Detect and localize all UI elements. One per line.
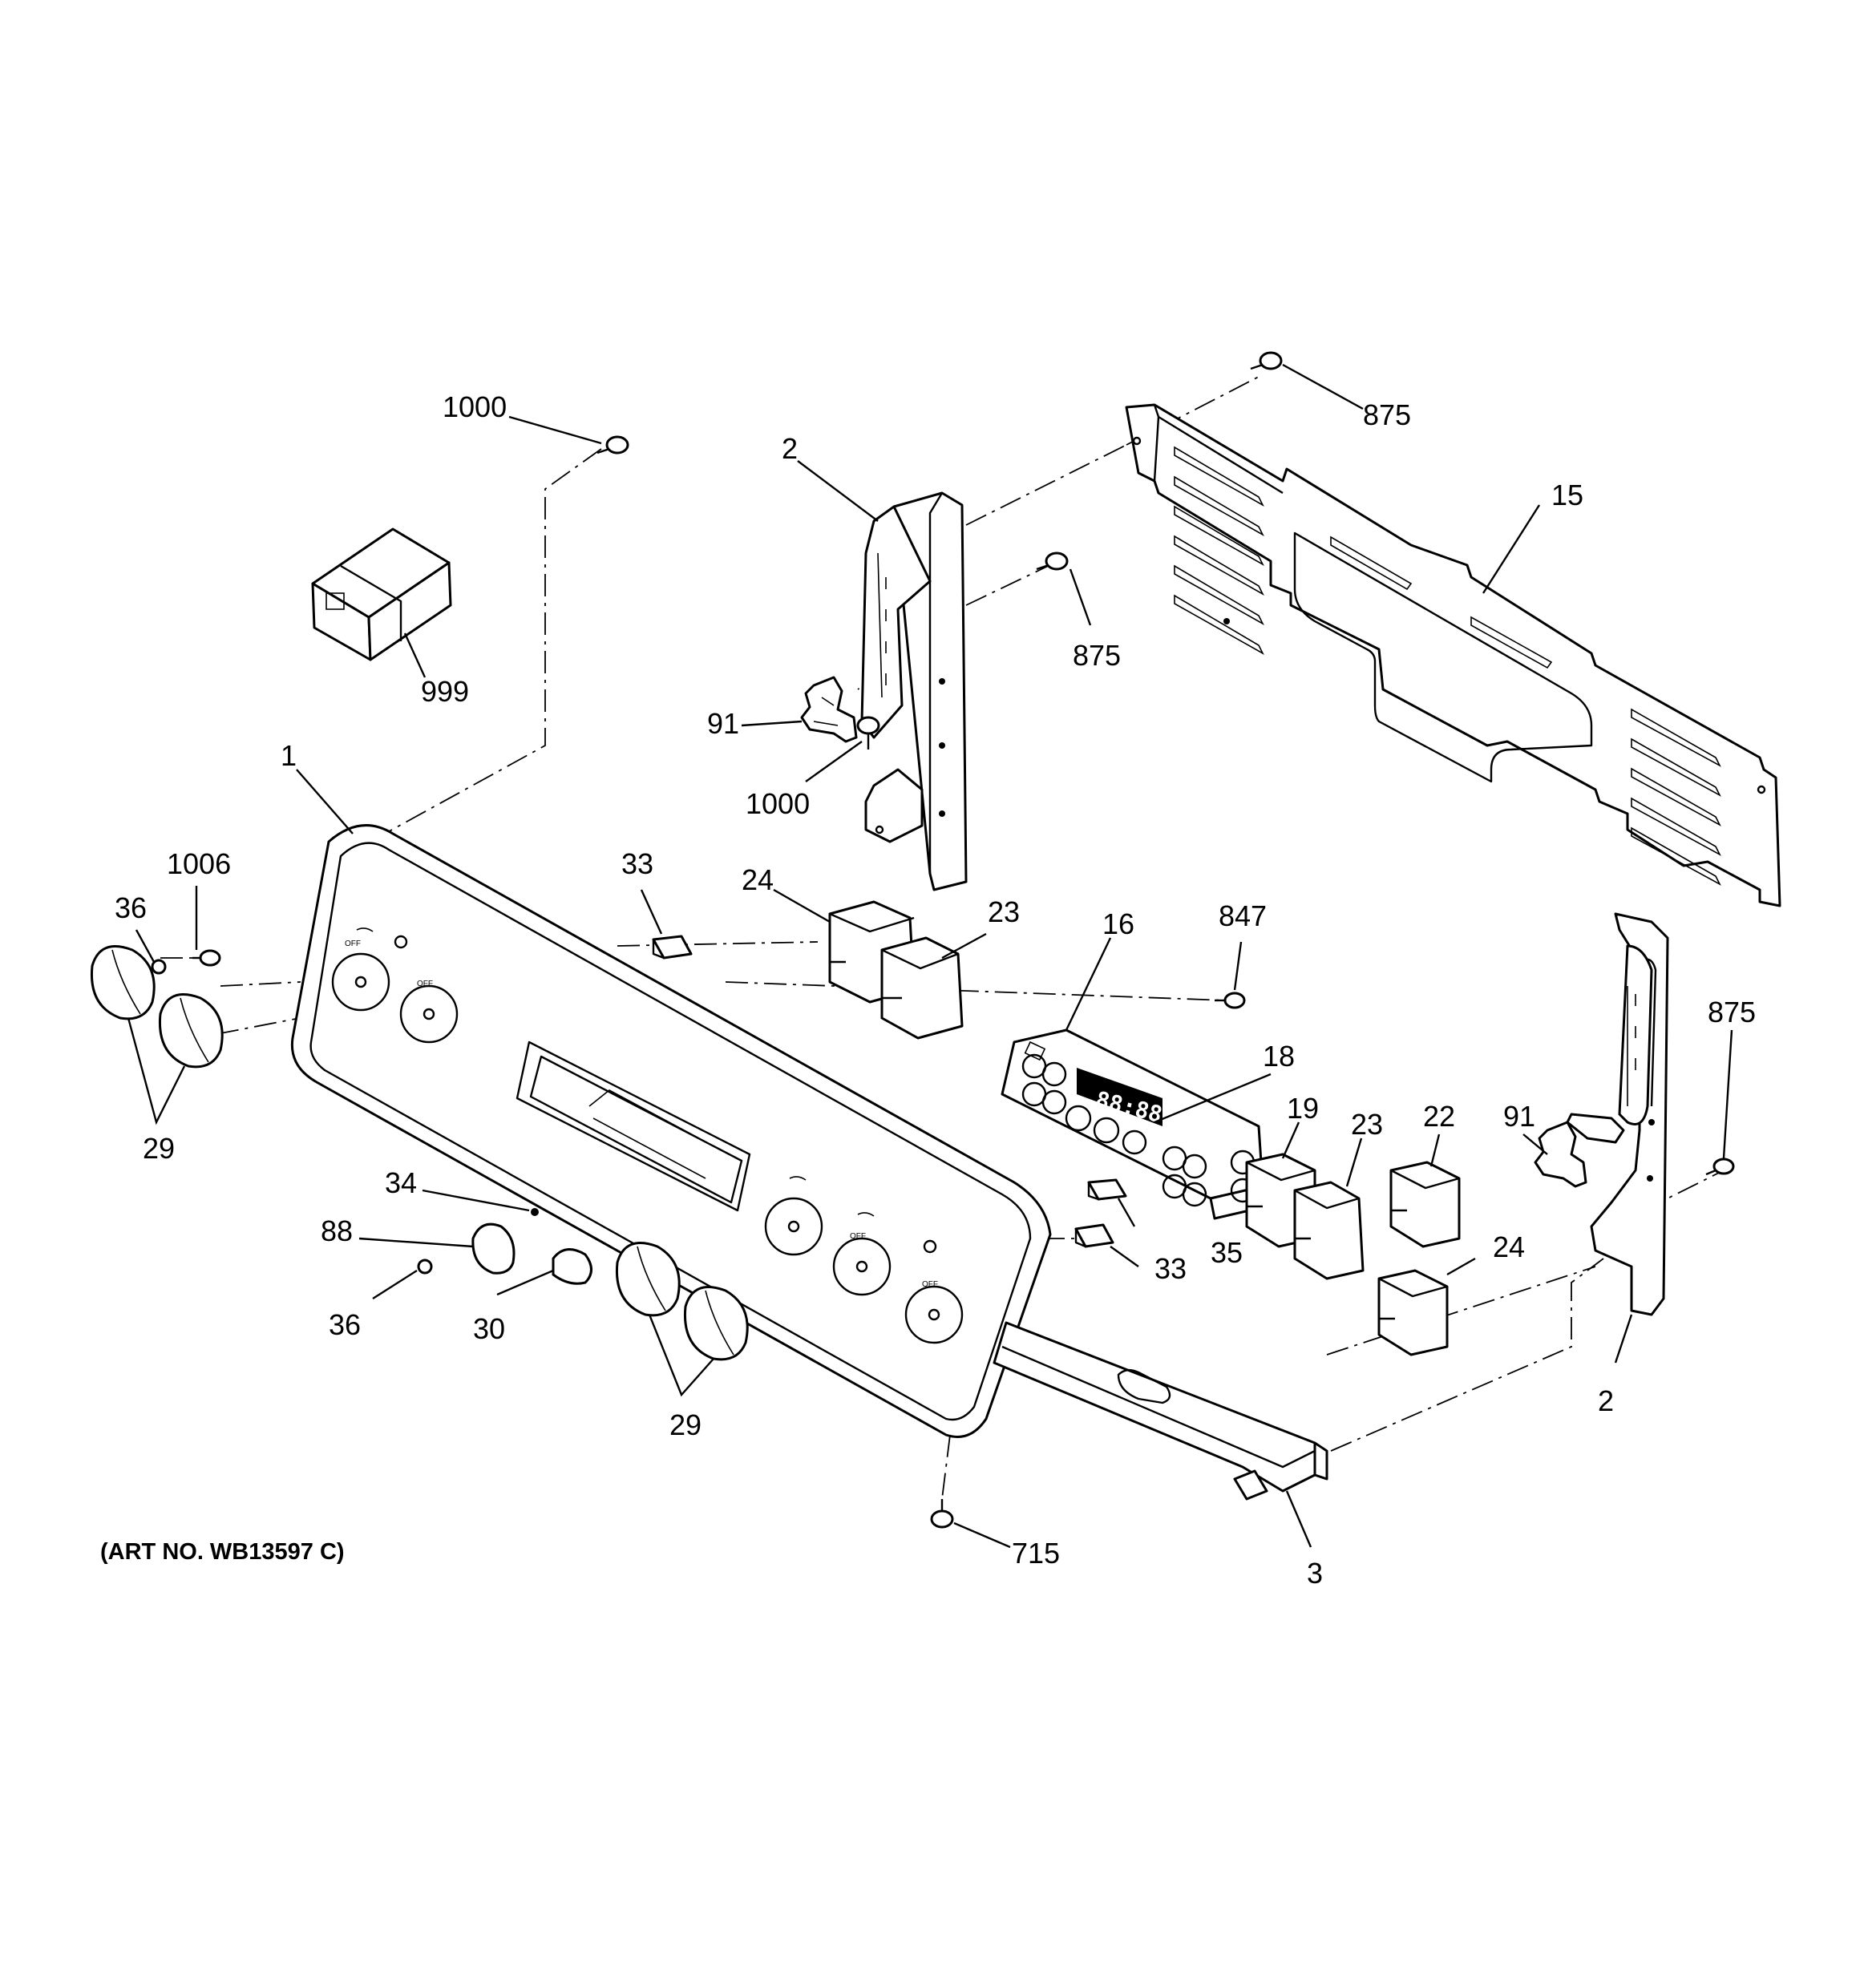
panel-dial-marks: OFF: [850, 1232, 866, 1241]
screw-icon: [1250, 351, 1283, 370]
screw-icon: [1705, 1158, 1735, 1176]
callout-30: 30: [473, 1312, 505, 1345]
callout-1000-top: 1000: [443, 390, 507, 423]
callout-29-top: 29: [143, 1132, 175, 1165]
screw-icon: [1036, 552, 1069, 571]
callout-36-top: 36: [115, 891, 147, 924]
callout-33-top: 33: [621, 847, 653, 880]
callout-33-bottom: 33: [1154, 1252, 1187, 1285]
screw-icon: [151, 959, 167, 975]
latch-91-left: [800, 676, 858, 743]
art-number: (ART NO. WB13597 C): [100, 1539, 345, 1565]
callout-22: 22: [1423, 1100, 1455, 1133]
rear-panel-15: [1125, 403, 1781, 907]
callout-15: 15: [1551, 479, 1583, 511]
callout-847: 847: [1219, 899, 1267, 932]
screw-icon: [930, 1499, 954, 1529]
knob-icon: [90, 945, 156, 1020]
callout-35: 35: [1211, 1236, 1243, 1269]
switch-icon: [1074, 1223, 1114, 1248]
callout-2-right: 2: [1598, 1384, 1614, 1417]
panel-dial-marks: OFF: [417, 980, 433, 988]
callout-labels: 1000 875 2 15 875 999 91 1000 1 1006 36 …: [115, 390, 1756, 1590]
callout-23-top: 23: [988, 895, 1020, 928]
callout-24-top: 24: [742, 863, 774, 896]
screw-icon: [417, 1259, 433, 1275]
switch-23-top: [880, 936, 964, 1040]
callout-715: 715: [1012, 1537, 1060, 1570]
callout-1: 1: [281, 739, 297, 772]
panel-dial-marks: OFF: [345, 939, 361, 948]
callout-2-left: 2: [782, 432, 798, 465]
side-bracket-2-right: [1566, 912, 1669, 1316]
callout-3: 3: [1307, 1557, 1323, 1590]
control-panel-1: OFF OFF OFF OFF: [290, 824, 1052, 1438]
panel-opening: [1293, 531, 1593, 783]
callout-875-top: 875: [1363, 398, 1411, 431]
switch-22: [1389, 1161, 1461, 1248]
electronic-control-16: 88:88: [1001, 1028, 1268, 1220]
callout-16: 16: [1102, 907, 1134, 940]
screw-icon: [192, 949, 221, 967]
callout-1006: 1006: [167, 847, 231, 880]
side-bracket-2-left: [860, 491, 968, 891]
knob-icon: [471, 1222, 516, 1275]
clock-display: [1077, 1068, 1162, 1126]
display-window: [516, 1040, 751, 1212]
callout-91-left: 91: [707, 707, 739, 740]
callout-29-bottom: 29: [669, 1408, 702, 1441]
callout-875-right: 875: [1708, 996, 1756, 1028]
screw-icon: [596, 435, 629, 455]
callout-999: 999: [421, 675, 469, 708]
knob-icon: [158, 993, 224, 1069]
knob-icon: [552, 1248, 592, 1285]
panel-dial-marks: OFF: [922, 1280, 938, 1289]
callout-1000-mid: 1000: [746, 787, 810, 820]
callout-91-right: 91: [1503, 1100, 1535, 1133]
louvres-left: [1174, 446, 1264, 655]
screw-icon: [1215, 992, 1246, 1009]
callout-18: 18: [1263, 1040, 1295, 1073]
switch-icon: [1087, 1178, 1127, 1201]
lower-trim-3: [993, 1321, 1328, 1501]
callout-875-mid: 875: [1073, 639, 1121, 672]
callout-23-right: 23: [1351, 1108, 1383, 1141]
switch-23-right: [1293, 1181, 1365, 1280]
switch-icon: [652, 935, 693, 960]
leader-lines: [127, 363, 1733, 1549]
callout-88: 88: [321, 1214, 353, 1247]
screw-icon: [856, 716, 880, 750]
callout-19: 19: [1287, 1092, 1319, 1125]
callout-36-bottom: 36: [329, 1308, 361, 1341]
knob-icon: [615, 1242, 681, 1317]
callout-34: 34: [385, 1166, 417, 1199]
louvres-right: [1631, 708, 1721, 886]
box-icon: [311, 527, 452, 661]
screw-icon: [531, 1208, 539, 1216]
knob-icon: [683, 1286, 749, 1361]
switch-24-right: [1377, 1269, 1449, 1356]
callout-24-right: 24: [1493, 1230, 1525, 1263]
